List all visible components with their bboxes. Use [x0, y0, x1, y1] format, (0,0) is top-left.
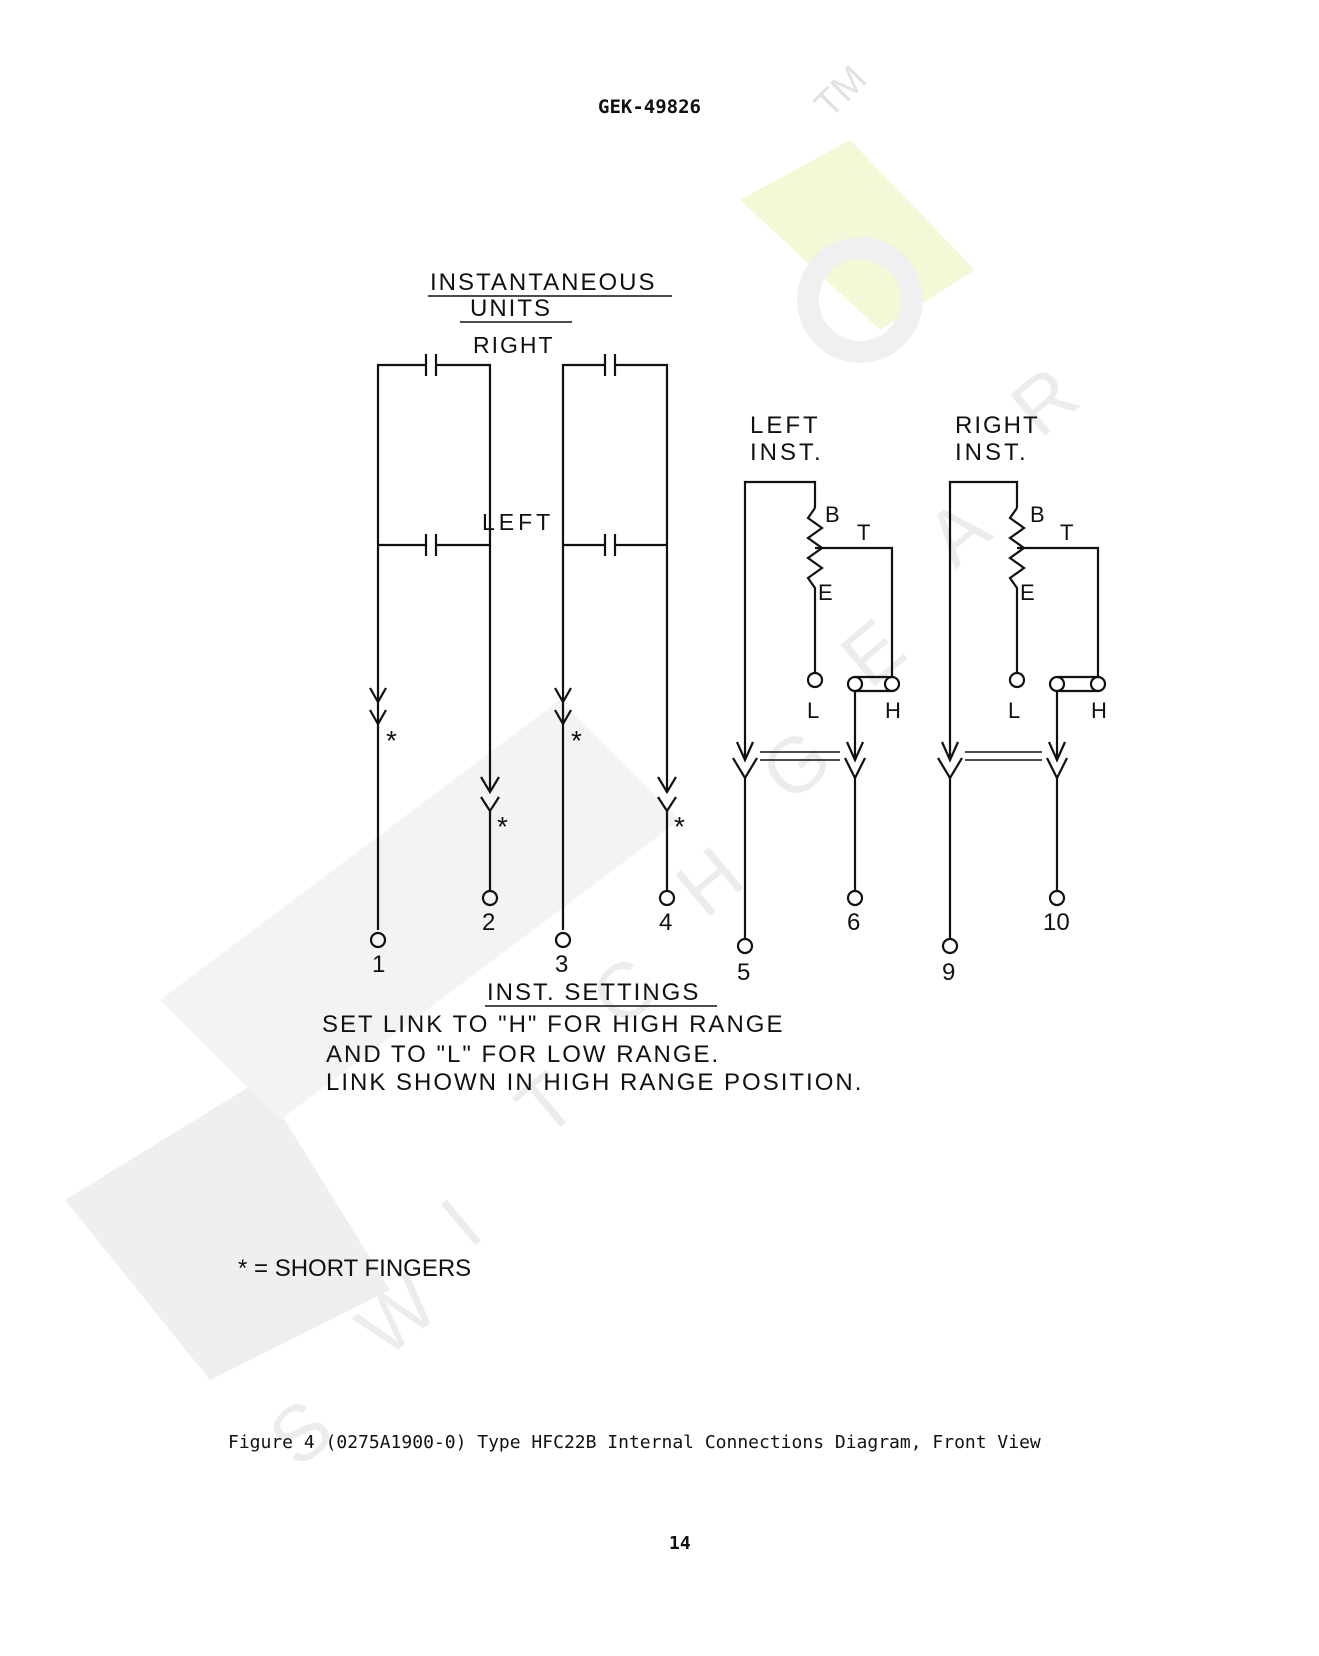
terminal-5	[736, 937, 754, 955]
terminal-label-9: 9	[942, 959, 955, 986]
short-finger-mark-2: *	[497, 811, 508, 842]
terminal-2	[481, 889, 499, 907]
right-tap-t: T	[1060, 520, 1073, 545]
terminal-label-6: 6	[847, 909, 860, 936]
terminal-4	[658, 889, 676, 907]
inst-settings-line3: LINK SHOWN IN HIGH RANGE POSITION.	[326, 1069, 863, 1096]
left-inst-label-line2: INST.	[750, 439, 824, 466]
left-inst-circuit	[732, 480, 901, 940]
terminal-label-10: 10	[1043, 909, 1070, 936]
terminal-1	[369, 931, 387, 949]
left-link-h-label: H	[885, 698, 901, 723]
right-contacts-label: RIGHT	[473, 332, 555, 358]
right-link-h-label: H	[1091, 698, 1107, 723]
short-fingers-legend: * = SHORT FINGERS	[238, 1255, 471, 1282]
figure-caption: Figure 4 (0275A1900-0) Type HFC22B Inter…	[228, 1432, 1041, 1453]
left-link-l-terminal	[806, 671, 824, 689]
terminal-label-2: 2	[482, 909, 495, 936]
watermark-letter-3: I	[424, 1182, 497, 1263]
left-inst-label-line1: LEFT	[750, 412, 821, 439]
right-link-l-label: L	[1008, 698, 1020, 723]
watermark-letter-8: E	[824, 602, 920, 703]
terminal-9	[941, 937, 959, 955]
inst-settings-line2: AND TO "L" FOR LOW RANGE.	[326, 1041, 720, 1068]
inst-settings-line1: SET LINK TO "H" FOR HIGH RANGE	[322, 1011, 784, 1038]
watermark-letter-9: A	[909, 482, 1005, 583]
watermark-yellow-shape	[740, 140, 975, 330]
left-tap-e: E	[818, 580, 833, 605]
watermark-tm: TM	[807, 58, 876, 127]
terminal-label-3: 3	[555, 951, 568, 978]
terminal-label-1: 1	[372, 951, 385, 978]
left-tap-b: B	[825, 502, 840, 527]
terminal-label-5: 5	[737, 959, 750, 986]
left-contacts-label: LEFT	[482, 509, 554, 535]
terminal-10	[1048, 889, 1066, 907]
inst-unit-contacts-b	[554, 354, 677, 930]
right-link-l-terminal	[1008, 671, 1026, 689]
terminal-label-4: 4	[659, 909, 672, 936]
right-inst-label-line2: INST.	[955, 439, 1029, 466]
short-finger-mark-3: *	[571, 725, 582, 756]
short-finger-mark-1: *	[386, 725, 397, 756]
diagram-title-line2: UNITS	[470, 295, 552, 322]
diagram-title-line1: INSTANTANEOUS	[430, 269, 656, 296]
watermark-letter-7: G	[744, 712, 847, 818]
inst-settings-heading: INST. SETTINGS	[487, 979, 700, 1006]
inst-unit-contacts-a	[369, 354, 500, 930]
terminal-3	[554, 931, 572, 949]
watermark-gear-icon	[797, 237, 923, 363]
right-tap-b: B	[1030, 502, 1045, 527]
right-inst-label-line1: RIGHT	[955, 412, 1040, 439]
right-tap-e: E	[1020, 580, 1035, 605]
left-tap-t: T	[857, 520, 870, 545]
right-inst-circuit	[937, 480, 1107, 940]
terminal-6	[846, 889, 864, 907]
page-number: 14	[669, 1533, 691, 1554]
short-finger-mark-4: *	[674, 811, 685, 842]
watermark-gray-shape	[65, 1080, 390, 1380]
document-number: GEK-49826	[598, 96, 701, 118]
left-link-l-label: L	[807, 698, 819, 723]
